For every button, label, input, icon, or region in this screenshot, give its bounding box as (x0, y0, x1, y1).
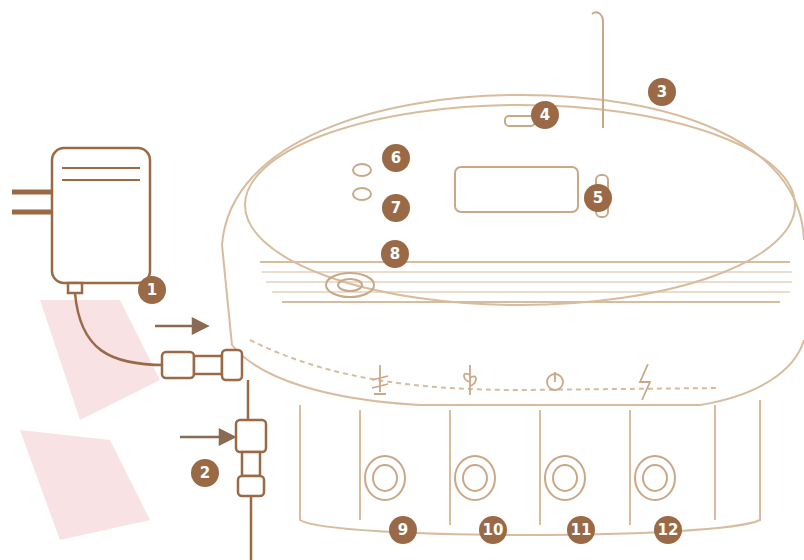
controller-body (222, 95, 804, 535)
power-adapter (12, 148, 242, 380)
callout-number: 10 (479, 516, 507, 544)
insert-arrows (155, 319, 234, 444)
port-connectors (365, 456, 675, 500)
callout-number: 8 (381, 240, 409, 268)
callout-number: 4 (531, 101, 559, 129)
port-symbols (372, 364, 650, 400)
callout-number: 3 (648, 78, 676, 106)
callout-number: 7 (382, 194, 410, 222)
antenna (592, 12, 603, 128)
callout-number: 12 (654, 516, 682, 544)
callout-number: 2 (191, 459, 219, 487)
top-panel (326, 116, 608, 297)
callout-number: 1 (138, 276, 166, 304)
sensor-connector (236, 380, 266, 560)
callout-number: 6 (382, 144, 410, 172)
callout-number: 9 (389, 516, 417, 544)
watermark (20, 300, 160, 540)
callout-number: 11 (567, 516, 595, 544)
callout-number: 5 (584, 184, 612, 212)
